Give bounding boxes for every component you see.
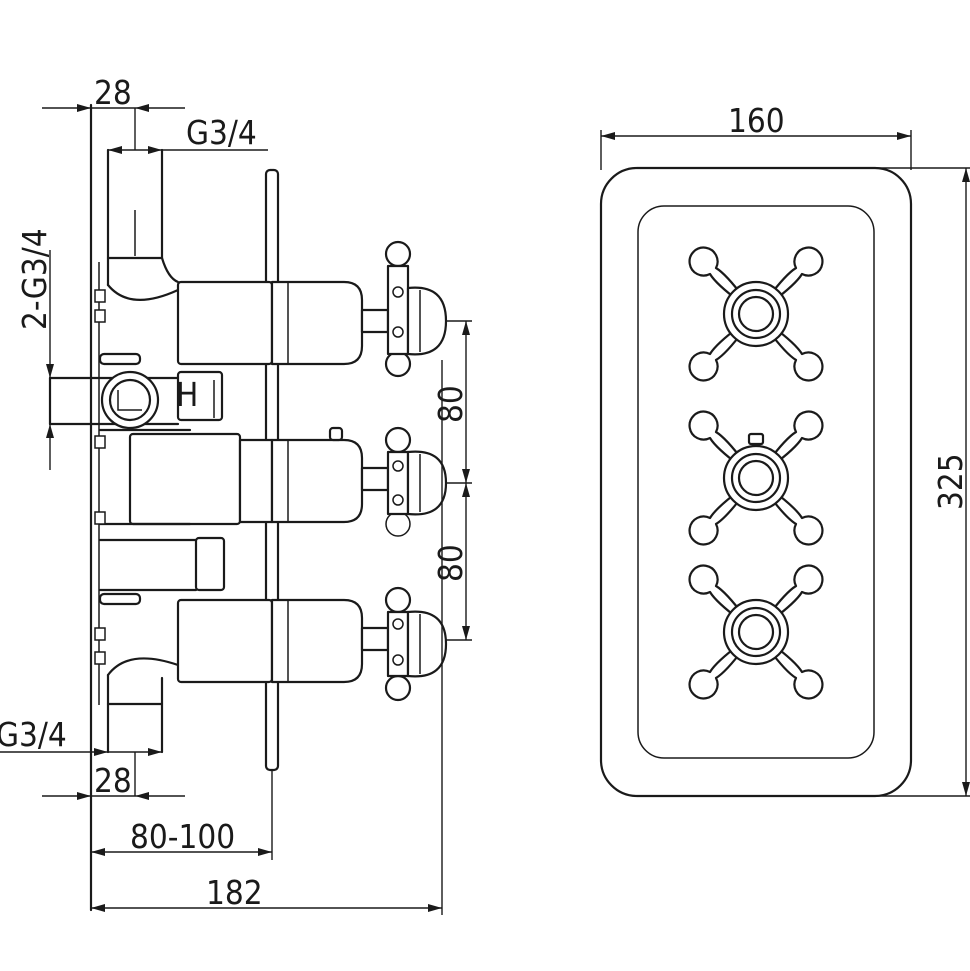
dim-outlet-thread-top-label: G3/4 — [186, 113, 257, 152]
outlet-elbow-top — [106, 148, 180, 301]
dim-height — [872, 167, 970, 797]
dim-outlet-thread-bottom-label: G3/4 — [0, 715, 67, 754]
dim-outlet-offset-top-label: 28 — [94, 73, 132, 112]
dim-height-label: 325 — [931, 453, 970, 510]
cross-handle-middle — [688, 410, 824, 546]
dim-install-depth-label: 80-100 — [130, 817, 235, 856]
handle-profile-middle — [384, 426, 448, 537]
dim-outlet-offset-bottom-label: 28 — [94, 761, 132, 800]
valve-body-top — [176, 280, 390, 366]
dim-width — [600, 130, 912, 170]
dim-outlet-offset-top — [42, 104, 185, 150]
dim-spacing-lower-label: 80 — [431, 544, 470, 582]
dim-width-label: 160 — [728, 101, 785, 140]
dim-outlet-offset-bottom — [42, 752, 185, 800]
dim-spacing — [446, 320, 472, 641]
valve-body-bottom — [176, 598, 390, 684]
dim-inlet-thread-label: 2-G3/4 — [15, 228, 54, 330]
outlet-elbow-bottom — [106, 657, 180, 754]
inlet-block — [48, 352, 226, 606]
cross-handle-bottom — [688, 564, 824, 700]
handle-profile-bottom — [384, 586, 448, 702]
front-view: 160 325 — [599, 101, 970, 798]
dim-total-depth-label: 182 — [206, 873, 263, 912]
cross-handle-top — [688, 246, 824, 382]
dim-install-depth — [91, 770, 273, 860]
valve-body-middle — [128, 426, 390, 526]
mounting-bolts — [94, 289, 106, 665]
hot-marking: H — [176, 375, 198, 414]
dim-outlet-thread-top — [108, 146, 268, 154]
dim-total-depth — [91, 360, 443, 915]
dim-spacing-upper-label: 80 — [431, 385, 470, 423]
handle-profile-top — [384, 240, 448, 378]
side-view: H — [0, 73, 472, 915]
dim-inlet-thread — [46, 250, 54, 470]
